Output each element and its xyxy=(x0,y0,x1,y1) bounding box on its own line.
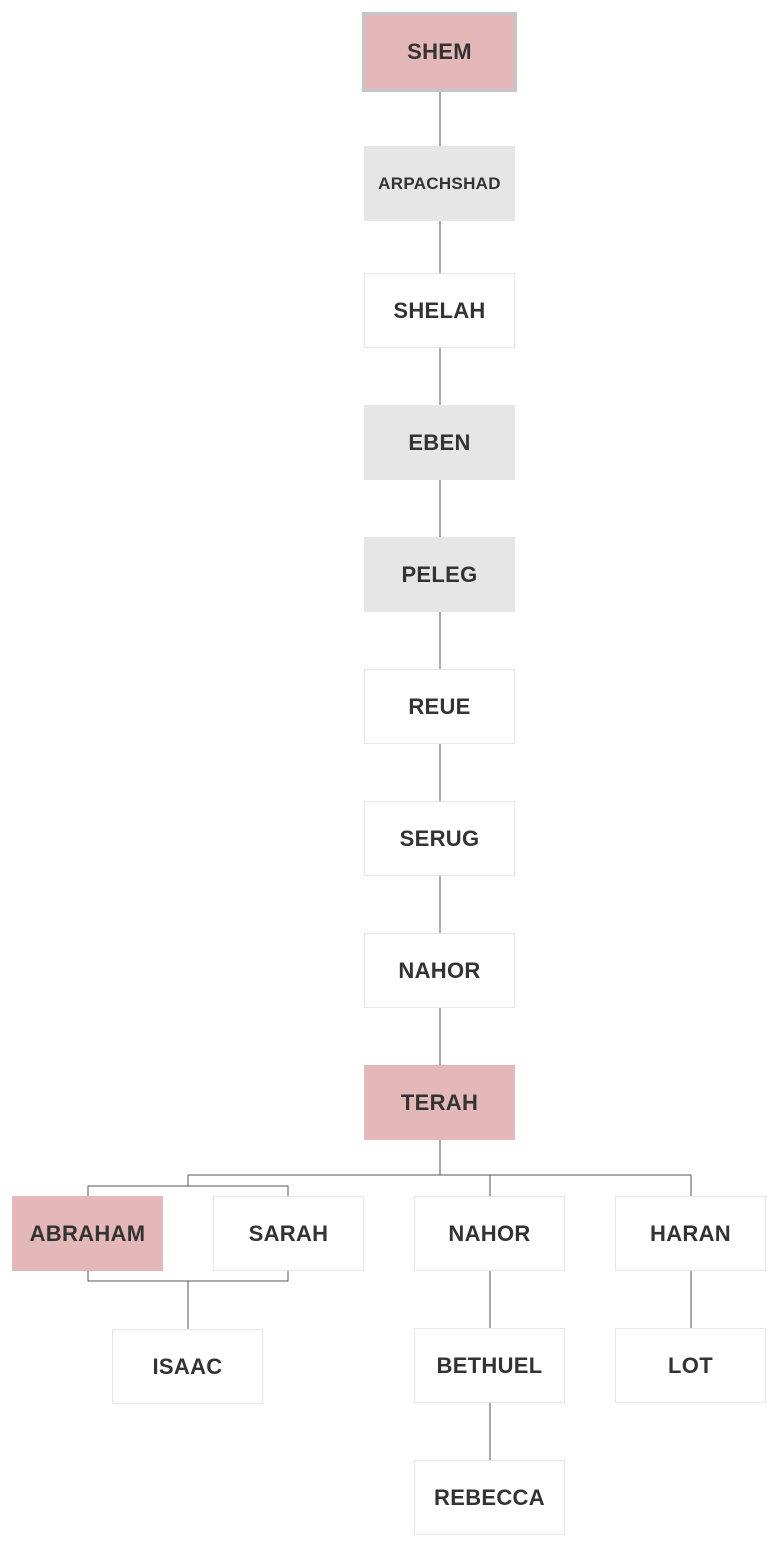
node-eben: EBEN xyxy=(364,405,515,480)
node-nahor-father: NAHOR xyxy=(364,933,515,1008)
node-shem: SHEM xyxy=(362,12,517,92)
node-isaac: ISAAC xyxy=(112,1329,263,1404)
node-shelah: SHELAH xyxy=(364,273,515,348)
node-abraham: ABRAHAM xyxy=(12,1196,163,1271)
node-bethuel: BETHUEL xyxy=(414,1328,565,1403)
node-lot: LOT xyxy=(615,1328,766,1403)
node-rebecca: REBECCA xyxy=(414,1460,565,1535)
node-haran: HARAN xyxy=(615,1196,766,1271)
node-terah: TERAH xyxy=(364,1065,515,1140)
node-nahor-son: NAHOR xyxy=(414,1196,565,1271)
node-serug: SERUG xyxy=(364,801,515,876)
node-sarah: SARAH xyxy=(213,1196,364,1271)
node-reue: REUE xyxy=(364,669,515,744)
node-arpachshad: ARPACHSHAD xyxy=(364,146,515,221)
node-peleg: PELEG xyxy=(364,537,515,612)
